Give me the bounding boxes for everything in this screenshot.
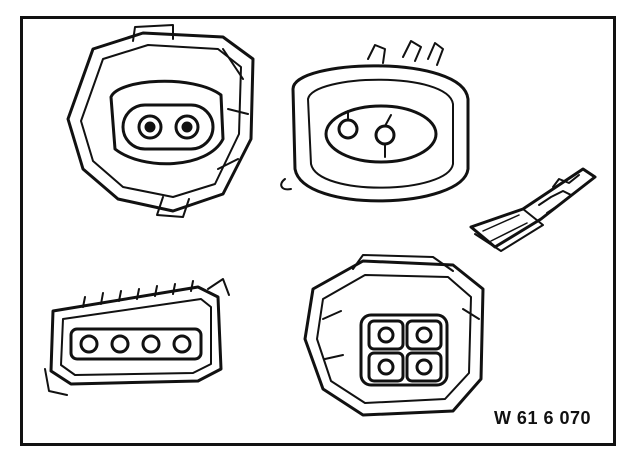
two-pin-connector-housing [66, 24, 255, 218]
four-pin-connector-strip [44, 278, 230, 396]
flat-terminal-contact [469, 167, 597, 252]
connector-illustration [44, 24, 597, 417]
two-pin-round-connector-socket [280, 40, 470, 203]
diagram-frame: W 61 6 070 [20, 16, 616, 446]
figure-reference-code: W 61 6 070 [493, 408, 591, 428]
four-pin-square-connector-housing [303, 254, 485, 417]
